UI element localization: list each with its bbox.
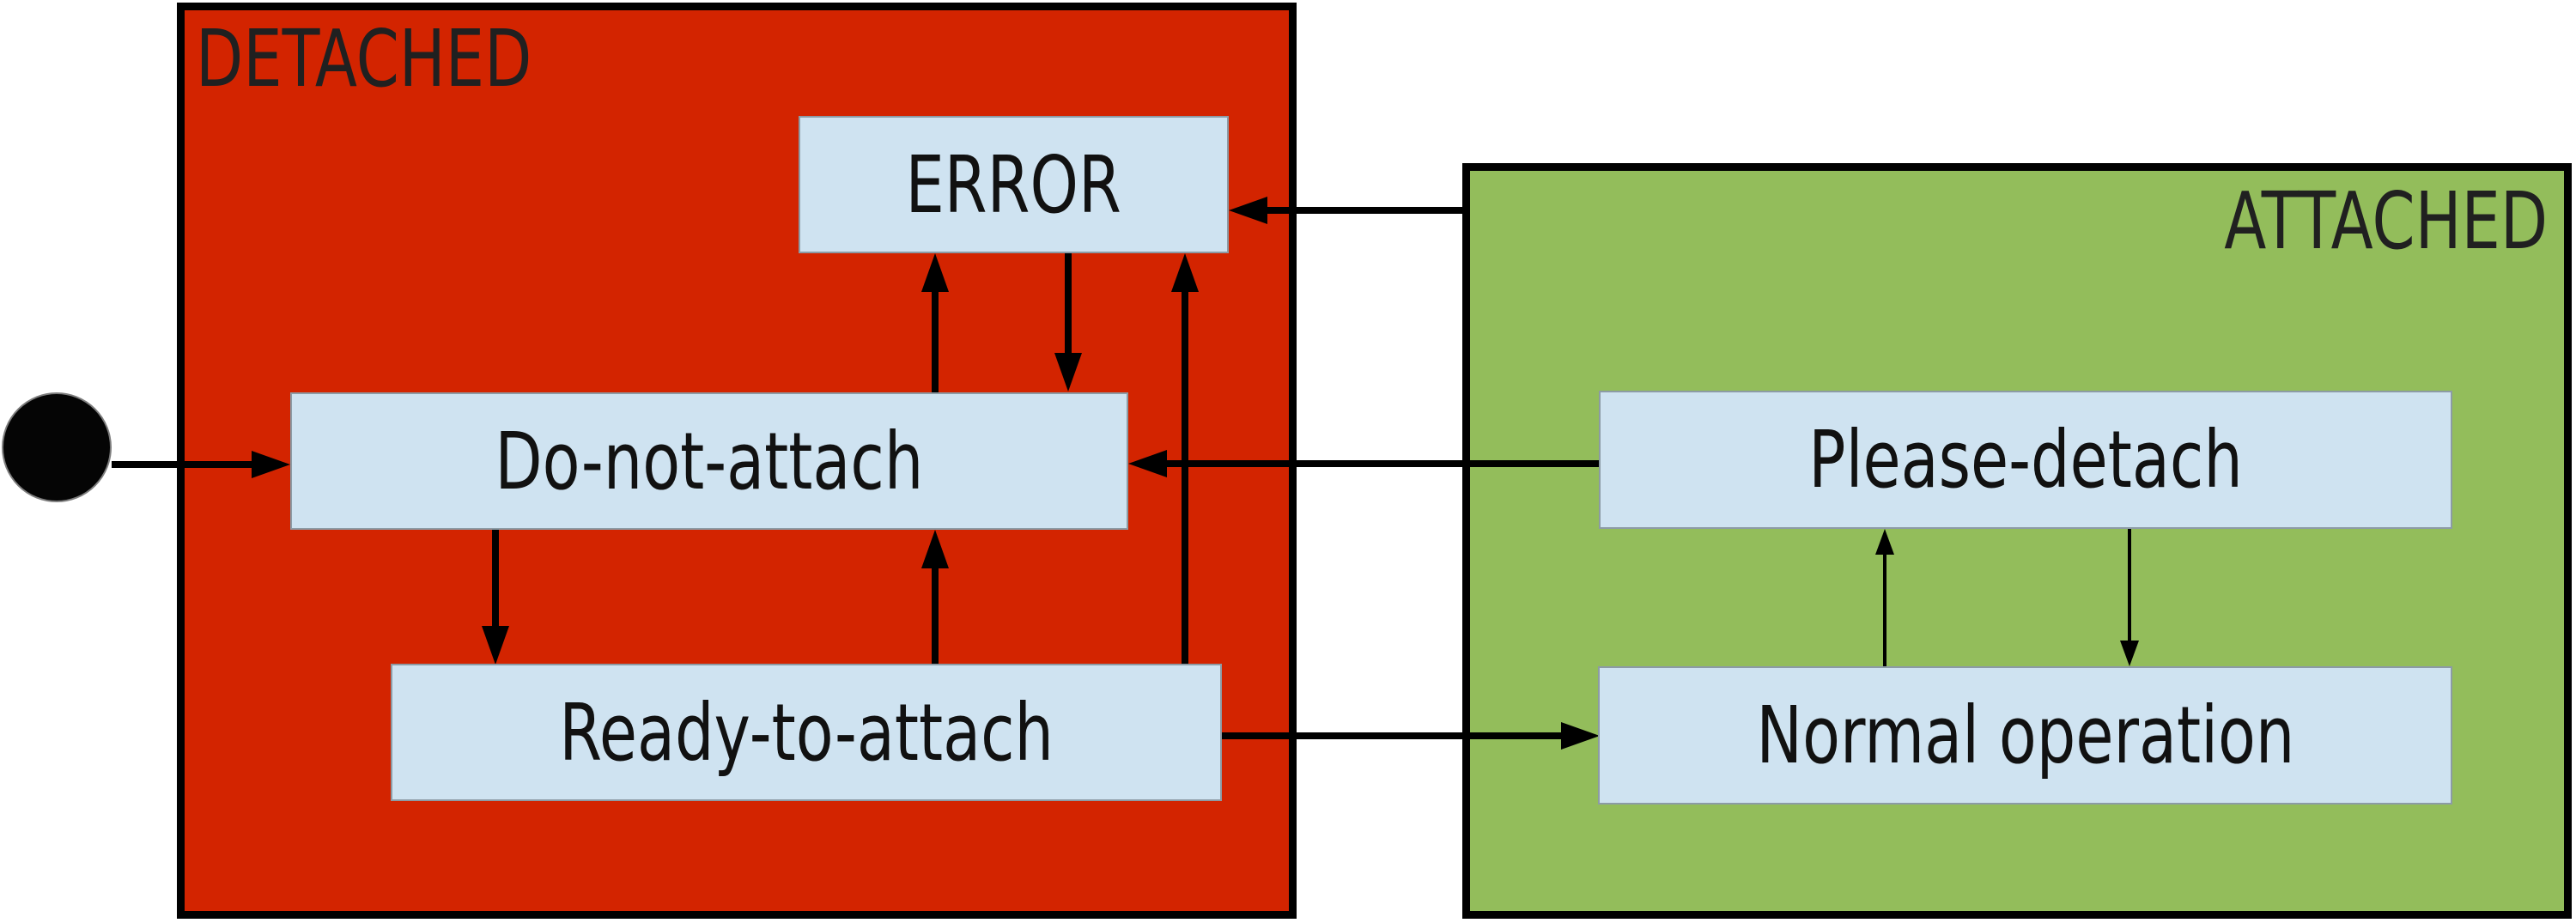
transition-attached-to-error-arrowhead: [1229, 197, 1267, 224]
state-do-not-attach: Do-not-attach: [290, 392, 1128, 530]
superstate-detached-label-text: DETACHED: [196, 13, 532, 105]
superstate-attached-label-text: ATTACHED: [2224, 175, 2548, 267]
state-please-detach-label: Please-detach: [1808, 414, 2243, 506]
transition-initial-to-do-not-attach-arrowhead: [252, 451, 290, 478]
transition-normal-operation-to-please-detach-arrowhead: [1875, 529, 1894, 555]
superstate-attached-label: ATTACHED: [2133, 175, 2548, 268]
state-error-label: ERROR: [905, 138, 1122, 231]
transition-do-not-attach-to-error-line: [932, 290, 939, 394]
transition-error-to-do-not-attach-arrowhead: [1054, 353, 1082, 392]
transition-ready-to-attach-to-do-not-attach-line: [932, 567, 939, 665]
transition-ready-to-attach-to-error-arrowhead: [1171, 253, 1199, 292]
state-please-detach: Please-detach: [1599, 391, 2452, 529]
superstate-attached: [1462, 163, 2572, 919]
transition-ready-to-attach-to-error-line: [1182, 290, 1188, 665]
superstate-detached-label: DETACHED: [196, 13, 627, 106]
transition-normal-operation-to-please-detach-line: [1883, 553, 1886, 666]
state-do-not-attach-label: Do-not-attach: [495, 415, 924, 507]
transition-initial-to-do-not-attach-line: [112, 461, 252, 468]
transition-do-not-attach-to-ready-to-attach-line: [492, 530, 499, 628]
transition-error-to-do-not-attach-line: [1065, 253, 1072, 355]
state-ready-to-attach-label: Ready-to-attach: [559, 686, 1054, 779]
state-ready-to-attach: Ready-to-attach: [391, 664, 1222, 801]
transition-please-detach-to-do-not-attach-line: [1165, 460, 1599, 467]
transition-ready-to-attach-to-do-not-attach-arrowhead: [921, 530, 949, 568]
initial-state-marker: [2, 392, 112, 502]
state-normal-operation-label: Normal operation: [1756, 689, 2294, 781]
transition-ready-to-attach-to-normal-operation-arrowhead: [1561, 722, 1600, 750]
transition-please-detach-to-normal-operation-arrowhead: [2120, 641, 2139, 666]
state-normal-operation: Normal operation: [1598, 666, 2452, 805]
transition-ready-to-attach-to-normal-operation-line: [1220, 732, 1563, 739]
transition-please-detach-to-do-not-attach-arrowhead: [1128, 450, 1167, 477]
transition-attached-to-error-line: [1266, 207, 1467, 214]
transition-please-detach-to-normal-operation-line: [2128, 529, 2131, 641]
state-error: ERROR: [799, 116, 1229, 253]
transition-do-not-attach-to-ready-to-attach-arrowhead: [482, 626, 509, 665]
transition-do-not-attach-to-error-arrowhead: [921, 253, 949, 292]
